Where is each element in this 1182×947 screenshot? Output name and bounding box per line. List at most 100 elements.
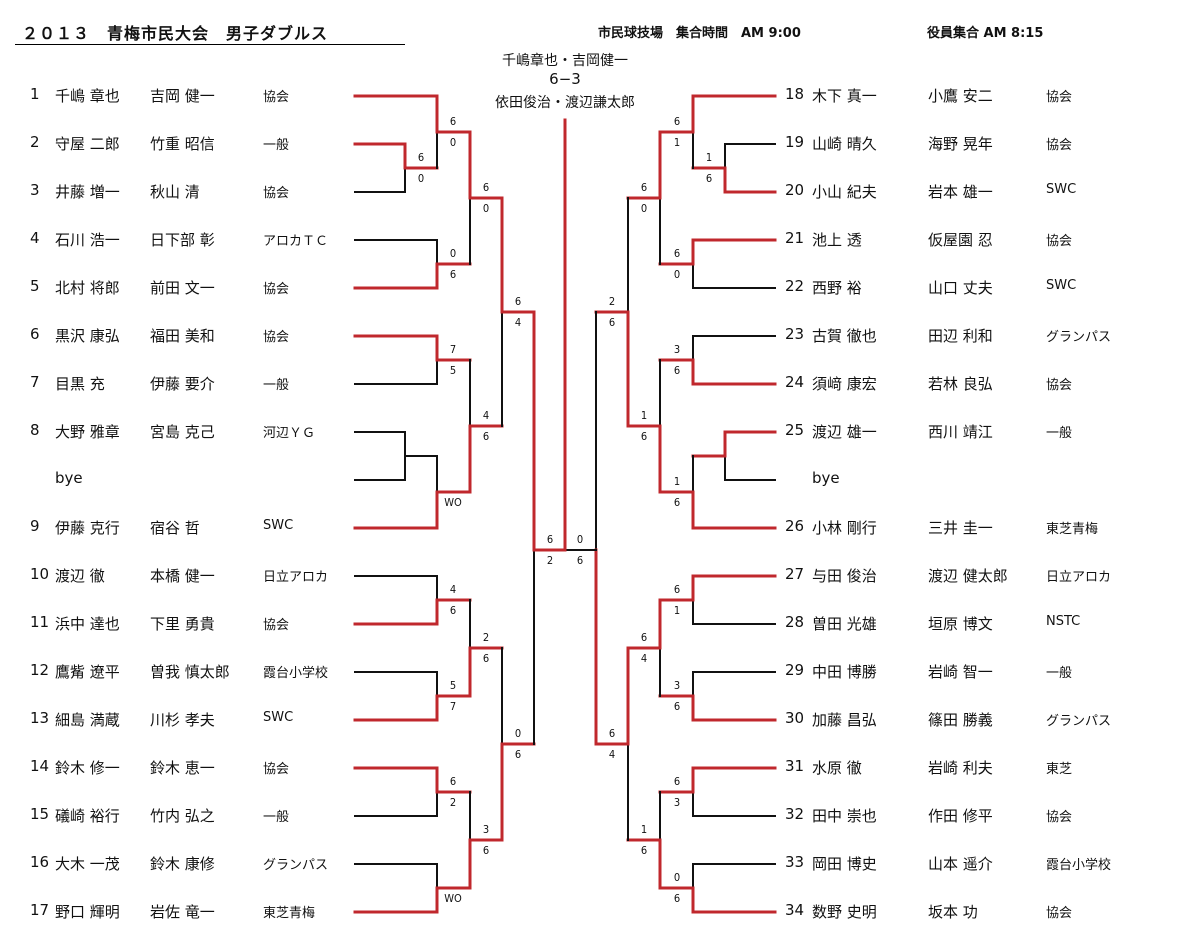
seed-number: 6 bbox=[30, 325, 40, 343]
player-1-name: 池上 透 bbox=[812, 231, 862, 249]
final-score: 6−3 bbox=[549, 70, 581, 88]
score-bottom: 3 bbox=[673, 796, 681, 809]
score-top: 4 bbox=[449, 583, 457, 596]
entry-row: 17 野口 輝明 岩佐 竜一 東芝青梅 bbox=[0, 901, 1182, 921]
score-top: 6 bbox=[449, 115, 457, 128]
seed-number: 23 bbox=[785, 325, 805, 343]
club-name: グランパス bbox=[1046, 714, 1112, 729]
club-name: グランパス bbox=[263, 858, 329, 873]
seed-number: 19 bbox=[785, 133, 805, 151]
player-2-name: 鈴木 恵一 bbox=[150, 759, 215, 777]
player-2-name: 山口 丈夫 bbox=[928, 279, 993, 297]
club-name: 日立アロカ bbox=[1046, 570, 1112, 585]
club-name: 協会 bbox=[263, 90, 290, 105]
player-2-name: 下里 勇貴 bbox=[150, 615, 215, 633]
club-name: 協会 bbox=[263, 186, 290, 201]
player-2-name: 仮屋園 忍 bbox=[928, 231, 993, 249]
seed-number: 21 bbox=[785, 229, 805, 247]
seed-number: 27 bbox=[785, 565, 805, 583]
bye-label: bye bbox=[812, 469, 840, 487]
player-1-name: 曽田 光雄 bbox=[812, 615, 877, 633]
score-top: 6 bbox=[514, 295, 522, 308]
score-top: 6 bbox=[608, 727, 616, 740]
player-1-name: 野口 輝明 bbox=[55, 903, 120, 921]
club-name: SWC bbox=[1046, 182, 1077, 197]
score-top: 3 bbox=[482, 823, 490, 836]
seed-number: 3 bbox=[30, 181, 40, 199]
club-name: NSTC bbox=[1046, 614, 1081, 629]
player-2-name: 伊藤 要介 bbox=[150, 375, 215, 393]
bye-label: bye bbox=[55, 469, 83, 487]
player-2-name: 作田 修平 bbox=[928, 807, 993, 825]
seed-number: 5 bbox=[30, 277, 40, 295]
club-name: 協会 bbox=[263, 618, 290, 633]
player-1-name: 数野 史明 bbox=[812, 903, 877, 921]
player-1-name: 鈴木 修一 bbox=[55, 759, 120, 777]
player-1-name: 与田 俊治 bbox=[812, 567, 877, 585]
seed-number: 12 bbox=[30, 661, 50, 679]
seed-number: 31 bbox=[785, 757, 805, 775]
player-2-name: 篠田 勝義 bbox=[928, 711, 993, 729]
score-bottom: 6 bbox=[640, 844, 648, 857]
champion-name: 千嶋章也・吉岡健一 bbox=[502, 53, 628, 69]
club-name: 協会 bbox=[263, 330, 290, 345]
score-top: 6 bbox=[482, 181, 490, 194]
player-1-name: 渡辺 雄一 bbox=[812, 423, 877, 441]
player-1-name: 大木 一茂 bbox=[55, 855, 120, 873]
club-name: 日立アロカ bbox=[263, 570, 329, 585]
score-top: 0 bbox=[673, 871, 681, 884]
player-2-name: 岩佐 竜一 bbox=[150, 903, 215, 921]
score-top: 6 bbox=[546, 533, 554, 546]
player-1-name: 黒沢 康弘 bbox=[55, 327, 120, 345]
score-bottom: 6 bbox=[705, 172, 713, 185]
player-1-name: 山崎 晴久 bbox=[812, 135, 877, 153]
seed-number: 34 bbox=[785, 901, 805, 919]
club-name: SWC bbox=[263, 710, 294, 725]
club-name: 一般 bbox=[263, 378, 290, 393]
score-top: 6 bbox=[673, 775, 681, 788]
seed-number: 8 bbox=[30, 421, 40, 439]
club-name: 協会 bbox=[263, 282, 290, 297]
runner-up-name: 依田俊治・渡辺謙太郎 bbox=[495, 95, 635, 111]
club-name: 協会 bbox=[1046, 810, 1073, 825]
seed-number: 17 bbox=[30, 901, 50, 919]
score-top: 7 bbox=[449, 343, 457, 356]
club-name: 河辺ＹＧ bbox=[263, 426, 316, 441]
club-name: 東芝 bbox=[1046, 762, 1073, 777]
player-2-name: 鈴木 康修 bbox=[150, 855, 215, 873]
score-top: 1 bbox=[640, 409, 648, 422]
player-2-name: 渡辺 健太郎 bbox=[928, 567, 1008, 585]
score-top: 3 bbox=[673, 343, 681, 356]
club-name: 協会 bbox=[1046, 234, 1073, 249]
player-2-name: 海野 晃年 bbox=[928, 135, 993, 153]
seed-number: 26 bbox=[785, 517, 805, 535]
player-2-name: 福田 美和 bbox=[150, 327, 215, 345]
staff-meeting-time: 役員集合 AM 8:15 bbox=[927, 26, 1044, 41]
score-bottom: 1 bbox=[673, 604, 681, 617]
score-bottom: 5 bbox=[449, 364, 457, 377]
score-bottom: 6 bbox=[514, 748, 522, 761]
club-name: グランパス bbox=[1046, 330, 1112, 345]
player-2-name: 坂本 功 bbox=[928, 903, 978, 921]
player-2-name: 岩崎 智一 bbox=[928, 663, 993, 681]
score-bottom: 4 bbox=[608, 748, 616, 761]
club-name: 東芝青梅 bbox=[263, 906, 316, 921]
entry-row: 6 黒沢 康弘 福田 美和 協会 bbox=[0, 325, 1182, 345]
player-1-name: 北村 将郎 bbox=[55, 279, 120, 297]
player-1-name: 礒崎 裕行 bbox=[55, 807, 120, 825]
